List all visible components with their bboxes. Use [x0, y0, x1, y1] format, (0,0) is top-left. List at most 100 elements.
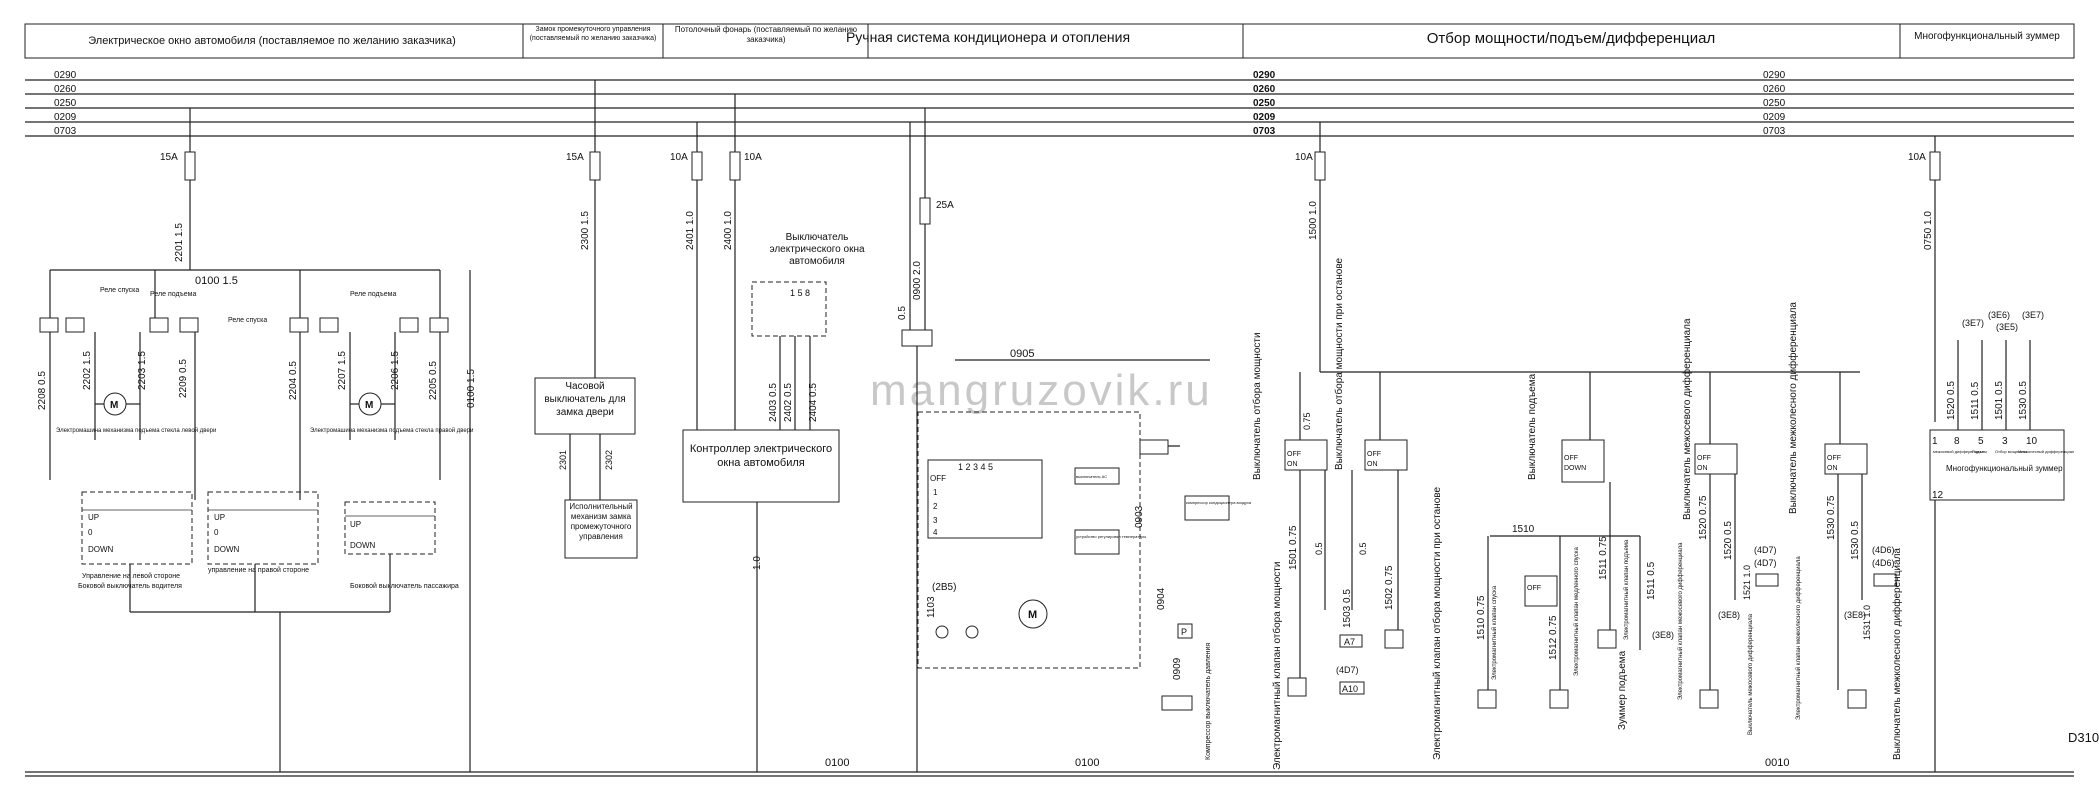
svg-text:0: 0: [214, 528, 219, 537]
motor-label: Электромашина механизма подъема стекла л…: [56, 427, 216, 434]
svg-text:OFF: OFF: [930, 474, 946, 483]
bus-label: 0703: [1763, 126, 1786, 137]
bus-lines: [25, 79, 2074, 777]
wire-label: 2400 1.0: [723, 211, 734, 250]
wire-label: 0909: [1172, 657, 1183, 680]
wheel-diff-switch2-label: Выключатель межколесного дифференциала: [1891, 548, 1903, 760]
lock-actuator-label: Исполнительный механизм замка промежуточ…: [569, 502, 633, 541]
bus-label: 0260: [1253, 84, 1276, 95]
section-power-window: 15A 2201 1.5 0100 1.5 Реле спуска Реле п…: [37, 108, 477, 772]
motor-label: Электромашина механизма подъема стекла п…: [310, 427, 473, 434]
bottom-wire-label: 0100: [825, 757, 849, 769]
header-window-text: Электрическое окно автомобиля (поставляе…: [88, 35, 456, 47]
connector-label: (3E6): [1988, 310, 2010, 320]
wire-label: 0.5: [1314, 542, 1324, 555]
wire-label: 1502 0.75: [1384, 565, 1395, 610]
wheel-diff-switch: [1824, 443, 1868, 475]
wire-label: 2207 1.5: [337, 351, 348, 390]
bus-label: 0260: [1763, 84, 1786, 95]
connector-label: A7: [1344, 637, 1355, 647]
wire-label: 1.0: [752, 556, 763, 570]
timer-switch-label: Часовой выключатель для замка двери: [544, 381, 626, 418]
svg-text:M: M: [365, 400, 373, 411]
timer-switch-box: [534, 377, 636, 435]
pto-stop-valve-label: Электромагнитный клапан отбора мощности …: [1431, 487, 1443, 760]
header-cell-dome-light: [662, 23, 869, 59]
svg-text:UP: UP: [88, 513, 99, 522]
wire-label: 1521 1.0: [1742, 565, 1752, 600]
wire-label: 0100 1.5: [195, 275, 238, 287]
svg-text:1 5 8: 1 5 8: [790, 288, 810, 298]
window-switch: [751, 281, 827, 337]
lift-buzzer-label: Зуммер подъема: [1617, 650, 1628, 730]
header-cell-window: [24, 23, 524, 59]
connector-label: (3E7): [2022, 310, 2044, 320]
bus-label: 0209: [1253, 112, 1276, 123]
wire-label: 2201 1.5: [174, 223, 185, 262]
connector-label: (4D7): [1754, 558, 1777, 568]
connector-label: (3E5): [1996, 322, 2018, 332]
wire-label: 1511 0.5: [1646, 561, 1657, 600]
lift-valve-label: Электромагнитный клапан медленного спуск…: [1573, 546, 1580, 676]
wire-label: 1520 0.75: [1698, 495, 1709, 540]
header-lock-text: Замок промежуточного управления (поставл…: [529, 26, 657, 42]
bus-label: 0260: [54, 84, 77, 95]
wire-label: 2402 0.5: [783, 383, 794, 422]
switch-label: Управление на левой стороне: [82, 572, 180, 580]
wire-label: 1503 0.5: [1342, 589, 1353, 628]
switch-right: [207, 491, 319, 565]
svg-text:OFF: OFF: [1564, 455, 1578, 462]
wheel-diff-switch-label: Выключатель межколесного дифференциала: [1787, 302, 1799, 514]
wire-label: 2401 1.0: [685, 211, 696, 250]
svg-text:0: 0: [88, 528, 93, 537]
ac-control-panel: [917, 411, 1141, 669]
svg-text:DOWN: DOWN: [1564, 465, 1586, 472]
header-dome-text: Потолочный фонарь (поставляемый по желан…: [674, 25, 858, 44]
ac-relay: [901, 329, 933, 347]
wire-label: 0904: [1156, 587, 1167, 610]
svg-text:OFF: OFF: [1827, 455, 1841, 462]
page-code: D310: [2068, 730, 2099, 745]
wire-label: 1103: [926, 596, 937, 618]
bus-label: 0209: [1763, 112, 1786, 123]
buzzer-pin-label: Межколесный дифференциал: [2018, 449, 2075, 454]
connector-label: A10: [1342, 684, 1358, 694]
wire-label: 1511 0.75: [1598, 536, 1609, 580]
wire-label: 1530 0.5: [2018, 381, 2029, 420]
fuse-label: 15A: [566, 152, 584, 163]
wire-label: 0.75: [1302, 412, 1312, 430]
watermark: mangruzovik.ru: [870, 366, 1213, 415]
wire-label: 2302: [604, 450, 614, 470]
connector-label: (2B5): [932, 582, 956, 593]
svg-text:ON: ON: [1367, 461, 1378, 468]
svg-text:OFF: OFF: [1697, 455, 1711, 462]
bus-label: 0290: [1253, 70, 1276, 81]
wire-label: 2203 1.5: [137, 351, 148, 390]
svg-text:ON: ON: [1287, 461, 1298, 468]
header-cell-ac: [867, 23, 1244, 59]
pto-valve-label: Электромагнитный клапан отбора мощности: [1271, 562, 1283, 770]
blower-motor: [1018, 599, 1048, 629]
wire-label: 1501 0.5: [1994, 381, 2005, 420]
connector-label: (3E8): [1652, 630, 1674, 640]
wire-label: 1512 0.75: [1548, 615, 1559, 660]
svg-text:1 2 3 4 5: 1 2 3 4 5: [958, 462, 993, 472]
wire-label: 2208 0.5: [37, 371, 48, 410]
header-pto-text: Отбор мощности/подъем/дифференциал: [1427, 30, 1715, 47]
pto-stop-switch: [1364, 439, 1408, 471]
header-dome-fo: Потолочный фонарь (поставляемый по желан…: [674, 25, 858, 44]
wire-label: 2206 1.5: [390, 351, 401, 390]
lift-valve-switch: [1524, 575, 1558, 607]
buzzer-pin: 8: [1954, 436, 1960, 447]
wire-label: 1510 0.75: [1476, 595, 1487, 640]
bottom-wire-label: 0010: [1765, 757, 1789, 769]
header-ac-text: Ручная система кондиционера и отопления: [846, 29, 1130, 45]
bus-label: 0250: [1253, 98, 1276, 109]
section-door-lock: 15A 2300 1.5 Часовой выключатель для зам…: [534, 80, 638, 559]
header-cell-buzzer: [1899, 23, 2075, 59]
window-switch-label: Выключатель электрического окна автомоби…: [769, 232, 865, 267]
pressure-switch-label: Компрессор выключатель давления: [1205, 643, 1212, 760]
wire-label: 2404 0.5: [808, 383, 819, 422]
buzzer-pin: 5: [1978, 436, 1984, 447]
